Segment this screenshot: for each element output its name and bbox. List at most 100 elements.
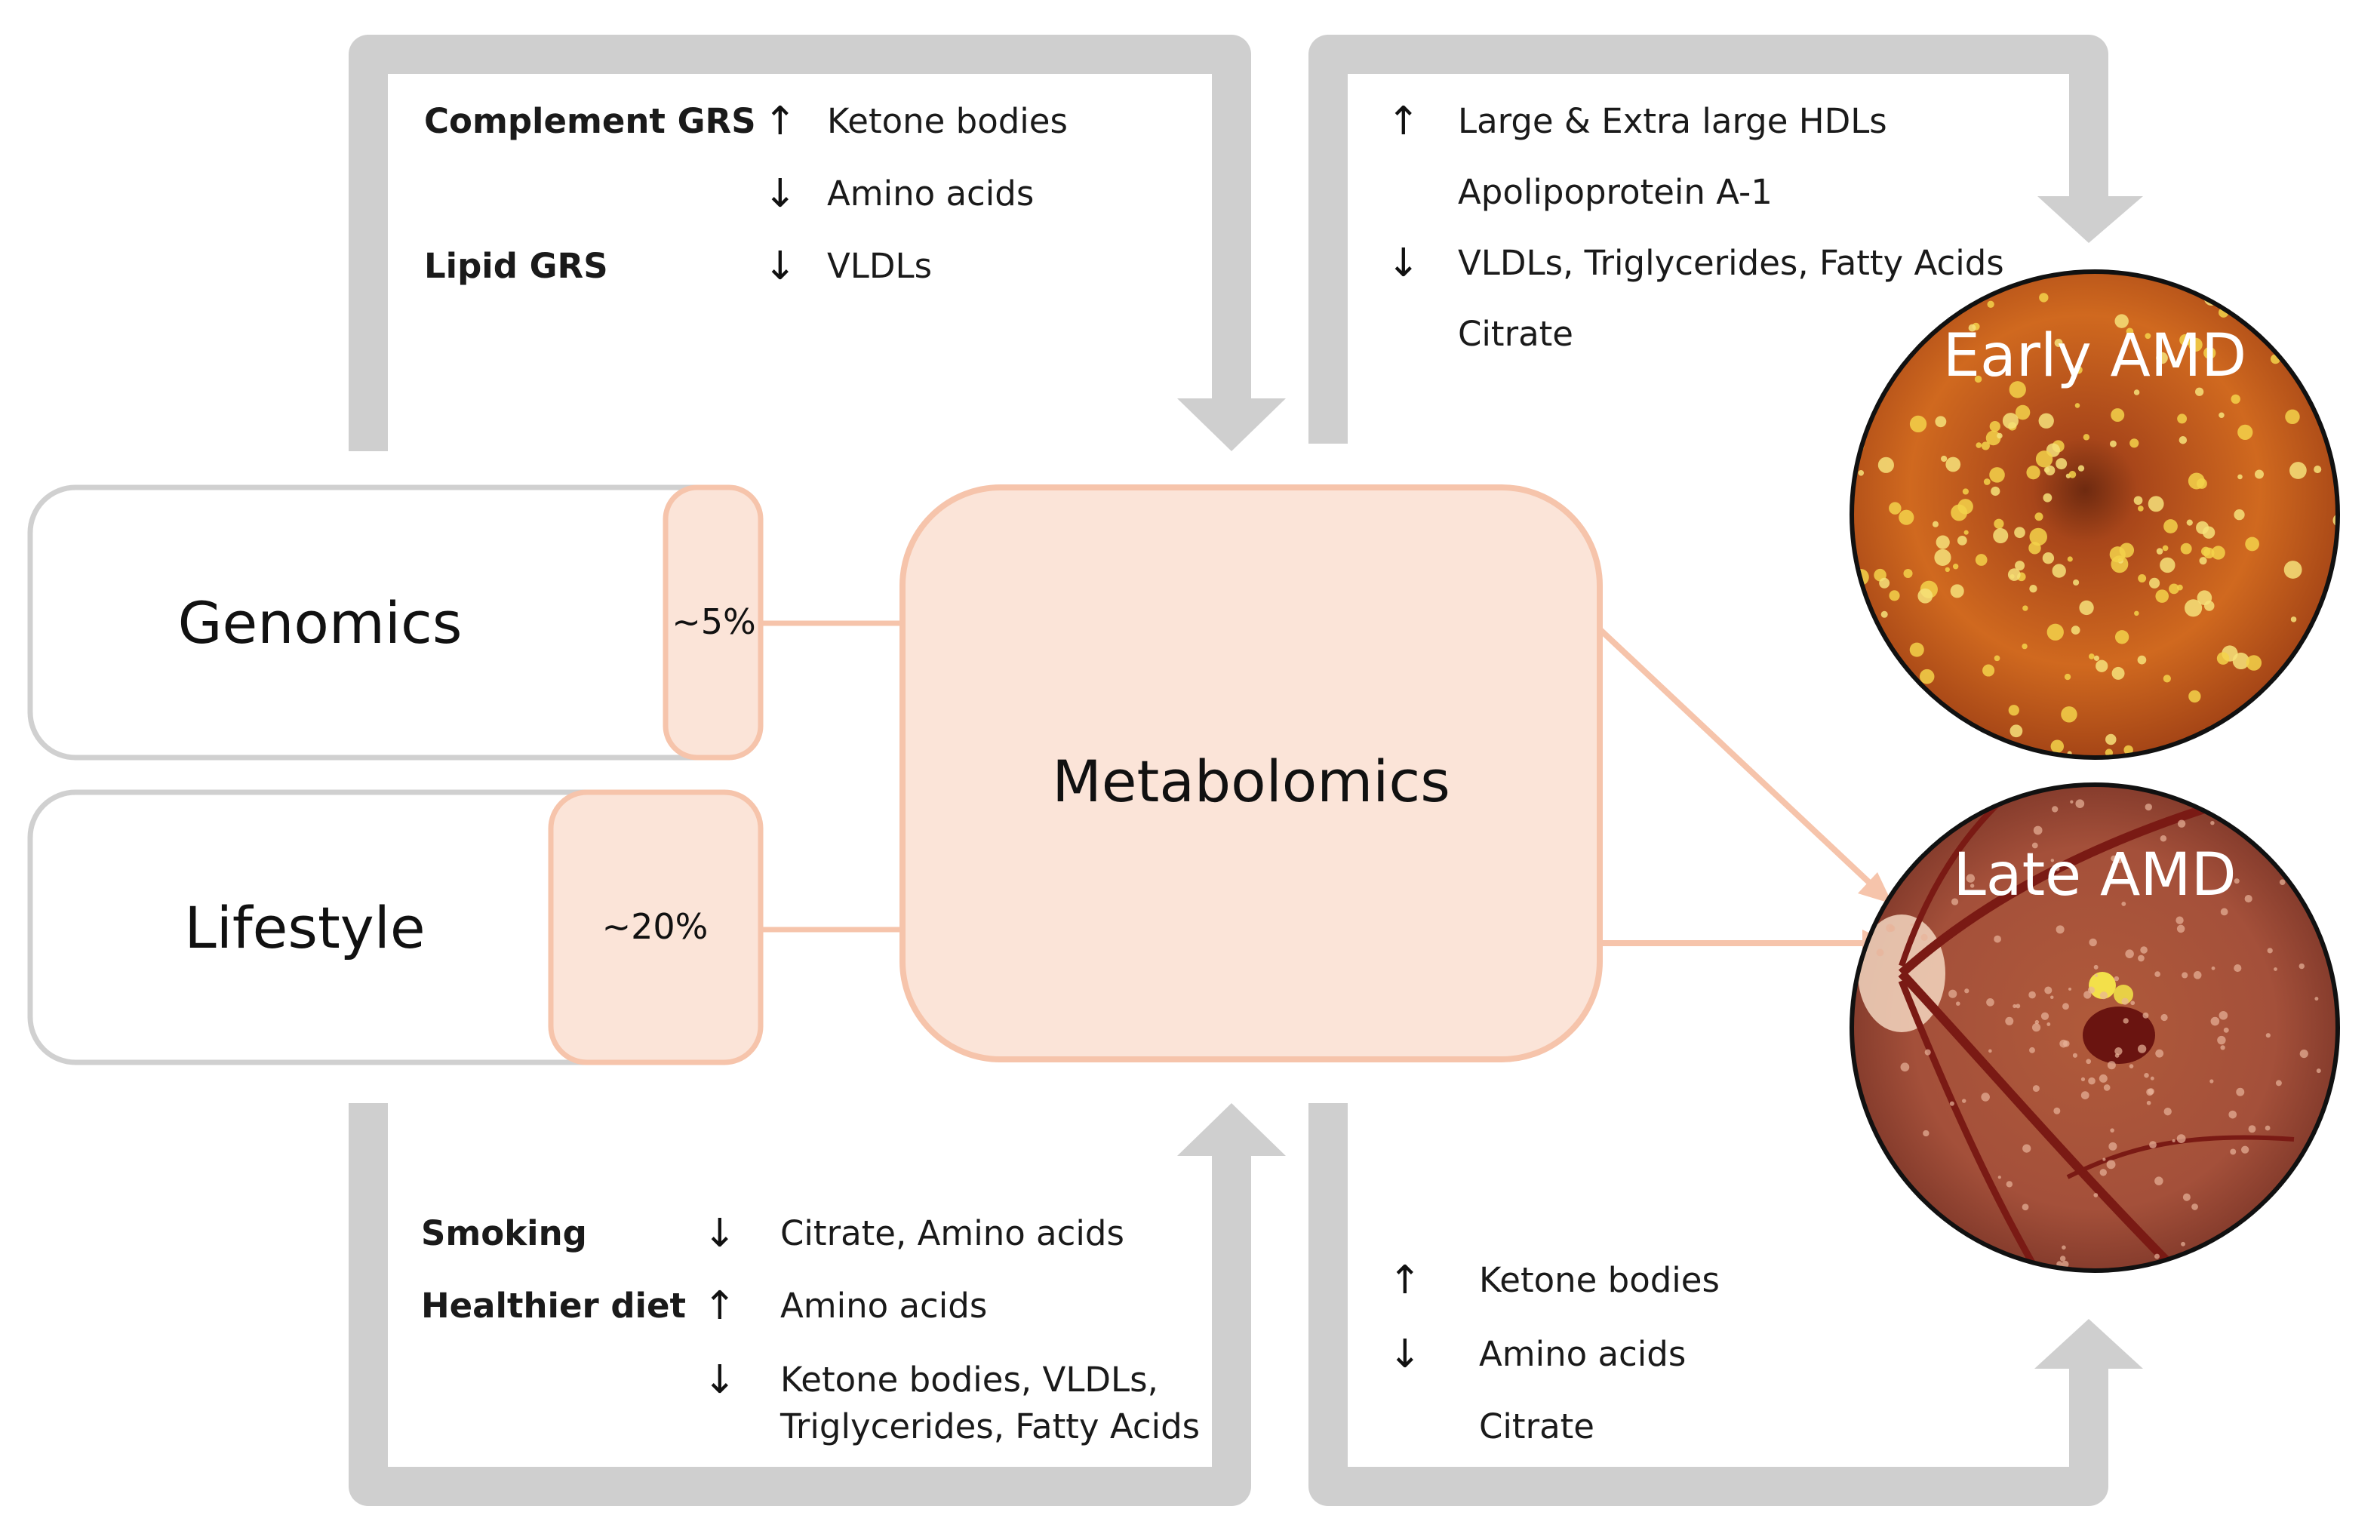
fundus-speckle bbox=[2068, 987, 2072, 991]
druse-dot bbox=[2043, 493, 2053, 503]
metabolomics-label: Metabolomics bbox=[1052, 748, 1450, 815]
fundus-speckle bbox=[2137, 1044, 2147, 1053]
fundus-speckle bbox=[2055, 866, 2060, 871]
fundus-speckle bbox=[2103, 1084, 2111, 1091]
druse-dot bbox=[2054, 339, 2063, 347]
direction-up-icon: ↑ bbox=[1388, 1258, 1422, 1303]
druse-dot bbox=[2035, 450, 2053, 468]
fundus-speckle bbox=[2279, 879, 2286, 886]
fundus-speckle bbox=[2234, 878, 2240, 884]
direction-down-icon: ↓ bbox=[764, 244, 797, 289]
fundus-speckle bbox=[2111, 855, 2117, 862]
fundus-speckle bbox=[2121, 997, 2129, 1005]
druse-dot bbox=[2133, 496, 2143, 506]
fundus-speckle bbox=[1876, 948, 1884, 957]
druse-dot bbox=[1889, 590, 1900, 601]
fundus-speckle bbox=[2114, 976, 2120, 982]
metabolite-ketone-bodies: Ketone bodies bbox=[1479, 1260, 1720, 1300]
fundus-speckle bbox=[2080, 1077, 2086, 1082]
fundus-speckle bbox=[1948, 989, 1957, 998]
fundus-speckle bbox=[2107, 1061, 2116, 1070]
druse-dot bbox=[2015, 404, 2031, 420]
druse-dot bbox=[2022, 605, 2028, 611]
fundus-speckle bbox=[2099, 991, 2108, 1000]
genomics-box: Genomics ~5% bbox=[27, 484, 764, 761]
fundus-speckle bbox=[2034, 1019, 2040, 1025]
druse-dot bbox=[1945, 456, 1961, 472]
fundus-speckle bbox=[2236, 1087, 2245, 1096]
druse-dot bbox=[1899, 509, 1914, 525]
druse-dot bbox=[1952, 564, 1959, 570]
fundus-speckle bbox=[2145, 803, 2152, 811]
druse-dot bbox=[1919, 669, 1935, 684]
fundus-speckle bbox=[2099, 1169, 2107, 1176]
druse-dot bbox=[2034, 512, 2043, 521]
fundus-speckle bbox=[2299, 1049, 2308, 1059]
fundus-speckle bbox=[2142, 1012, 2149, 1019]
druse-dot bbox=[2148, 496, 2164, 512]
druse-dot bbox=[2043, 466, 2050, 473]
druse-dot bbox=[2073, 579, 2080, 586]
fundus-speckle bbox=[2191, 1203, 2198, 1210]
late-amd-image: Late AMD bbox=[1850, 782, 2340, 1273]
fundus-speckle bbox=[2032, 1085, 2040, 1093]
druse-dot bbox=[2114, 630, 2129, 644]
druse-dot bbox=[1963, 530, 1969, 535]
druse-dot bbox=[2028, 542, 2041, 555]
fundus-speckle bbox=[2093, 1193, 2099, 1197]
factor-healthier-diet: Healthier diet bbox=[421, 1286, 686, 1326]
fundus-speckle bbox=[1988, 1049, 1992, 1053]
fundus-speckle bbox=[2056, 925, 2065, 934]
fundus-speckle bbox=[2121, 901, 2126, 906]
direction-down-icon: ↓ bbox=[764, 171, 797, 217]
druse-dot bbox=[1877, 456, 1894, 473]
fundus-speckle bbox=[2209, 1079, 2214, 1084]
druse-dot bbox=[2105, 748, 2114, 757]
fundus-speckle bbox=[2059, 1039, 2068, 1048]
early-amd-label: Early AMD bbox=[1943, 322, 2247, 390]
fundus-speckle bbox=[2050, 995, 2054, 1000]
fundus-speckle bbox=[2176, 1134, 2186, 1143]
fundus-speckle bbox=[2088, 1077, 2096, 1085]
fundus-speckle bbox=[2244, 895, 2252, 903]
druse-dot bbox=[2234, 509, 2245, 521]
metabolite-apolipoprotein: Apolipoprotein A-1 bbox=[1458, 172, 1773, 212]
fundus-speckle bbox=[2056, 1261, 2063, 1268]
fundus-speckle bbox=[2040, 1012, 2049, 1020]
druse-dot bbox=[1993, 527, 2009, 544]
fundus-speckle bbox=[2234, 964, 2242, 973]
fundus-speckle bbox=[2177, 819, 2186, 828]
panel-late-amd-effects: ↑ Ketone bodies ↓ Amino acids Citrate bbox=[1388, 1258, 1720, 1446]
fundus-speckle bbox=[1962, 1099, 1966, 1103]
druse-dot bbox=[2163, 675, 2171, 683]
fundus-speckle bbox=[2033, 825, 2043, 835]
fundus-speckle bbox=[2210, 1016, 2220, 1026]
direction-down-icon: ↓ bbox=[703, 1211, 736, 1256]
metabolite-amino-acids: Amino acids bbox=[780, 1286, 987, 1326]
metabolite-vldls: VLDLs bbox=[827, 246, 932, 286]
fundus-speckle bbox=[2114, 1053, 2120, 1058]
fundus-speckle bbox=[2241, 1145, 2249, 1154]
fundus-speckle bbox=[2031, 1023, 2041, 1032]
fundus-speckle bbox=[2022, 1203, 2029, 1211]
flow-arrow-metabolomics-to-late-amd bbox=[1308, 1103, 2108, 1506]
druse-dot bbox=[1997, 432, 2003, 439]
druse-dot bbox=[2079, 600, 2094, 616]
druse-dot bbox=[2188, 690, 2201, 703]
fundus-speckle bbox=[2050, 859, 2055, 862]
druse-dot bbox=[1936, 535, 1950, 549]
lifestyle-box: Lifestyle ~20% bbox=[27, 789, 764, 1065]
druse-dot bbox=[1981, 441, 1990, 450]
fundus-speckle bbox=[1923, 1130, 1930, 1137]
druse-dot bbox=[2015, 561, 2025, 571]
druse-dot bbox=[2009, 381, 2026, 398]
druse-dot bbox=[2231, 394, 2240, 404]
metabolite-citrate: Citrate bbox=[1458, 314, 1573, 354]
fundus-speckle bbox=[2316, 1068, 2321, 1074]
fundus-speckle bbox=[2094, 973, 2099, 977]
druse-dot bbox=[2008, 705, 2019, 716]
druse-dot bbox=[2156, 352, 2168, 364]
druse-dot bbox=[2111, 666, 2125, 680]
druse-dot bbox=[2022, 643, 2028, 650]
druse-dot bbox=[2129, 438, 2139, 448]
